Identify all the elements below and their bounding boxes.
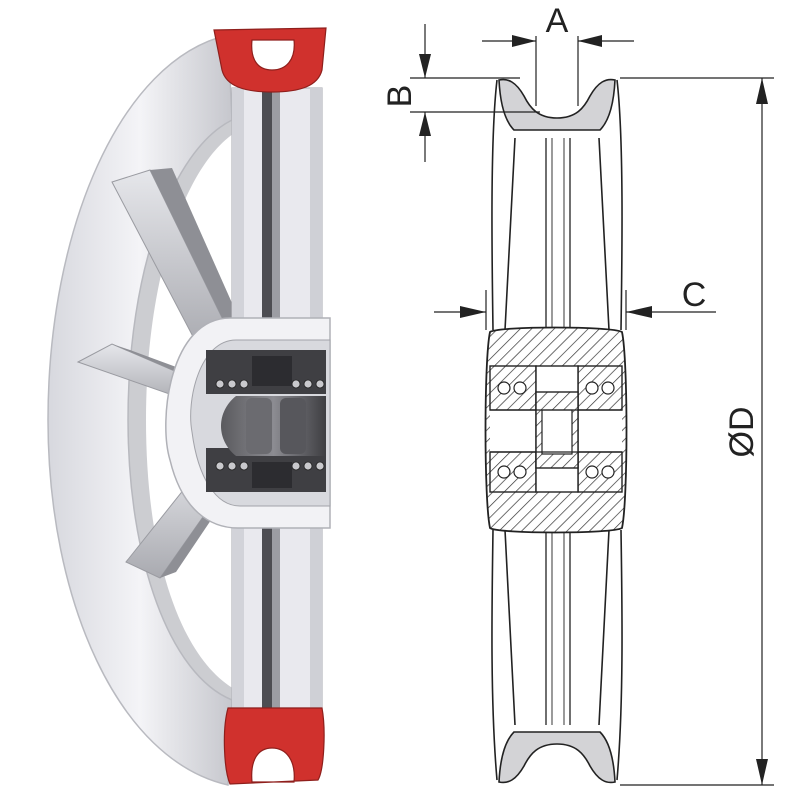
dimension-c: [434, 290, 716, 330]
groove-top-section: [498, 78, 616, 131]
pulley-section-drawing: [484, 78, 628, 784]
groove-bottom: [223, 707, 325, 785]
hub-section: [165, 317, 331, 529]
profile-right: [616, 79, 623, 781]
hub-hatched-section: [484, 326, 628, 534]
bearing-balls: [215, 379, 325, 471]
dimension-b: [410, 24, 540, 162]
dimension-a: [482, 35, 634, 106]
dimensions: [410, 24, 774, 786]
pulley-3d-illustration: [47, 27, 331, 786]
label-d: ØD: [723, 407, 761, 458]
dimension-d: [620, 77, 774, 786]
groove-bottom-section: [498, 731, 616, 784]
label-b: B: [381, 85, 419, 108]
groove-top: [213, 27, 327, 93]
profile-left: [491, 79, 498, 781]
label-c: C: [682, 276, 707, 314]
label-a: A: [546, 2, 569, 40]
